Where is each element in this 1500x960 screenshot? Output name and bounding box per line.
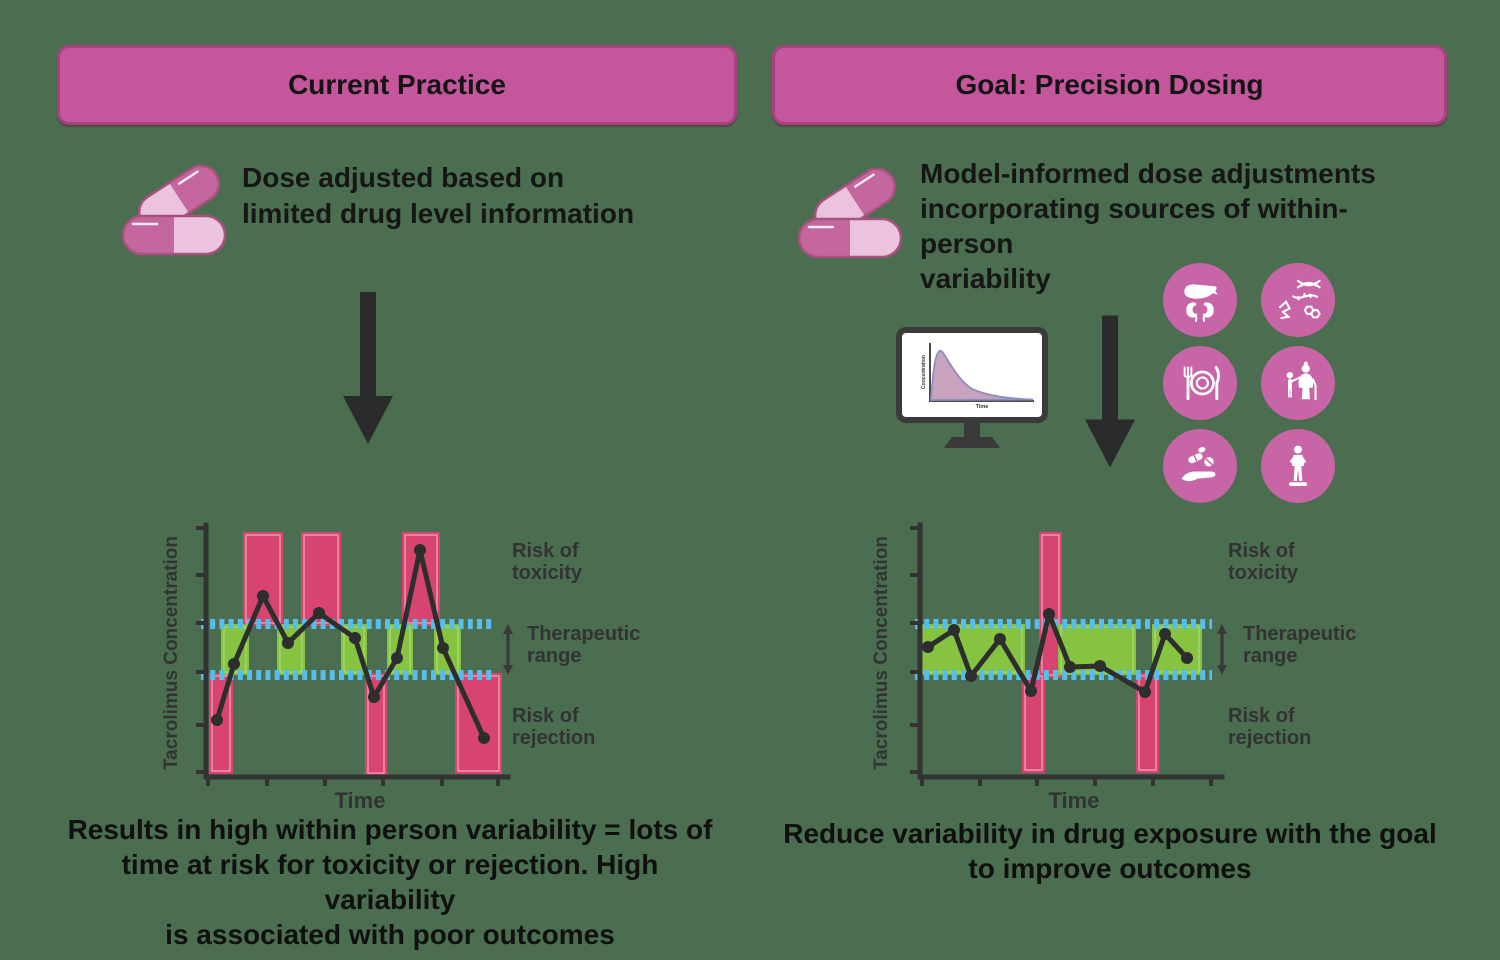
risk-of-toxicity-label: Risk of toxicity [512, 540, 583, 584]
food-plate-icon [1183, 365, 1220, 401]
current-practice-banner-label: Current Practice [288, 69, 506, 100]
computer-model-monitor-icon: Concentration Time [896, 327, 1048, 448]
current-practice-description: Dose adjusted based on limited drug leve… [242, 162, 635, 229]
therapeutic-range-label: Therapeutic range [527, 623, 641, 667]
y-axis-label: Tacrolimus Concentration [161, 535, 182, 770]
precision-dosing-banner-label: Goal: Precision Dosing [955, 69, 1264, 100]
precision-dosing-description: Model-informed dose adjustments incorpor… [920, 158, 1376, 294]
hand-pills-icon [1181, 447, 1216, 482]
medications-circle [1163, 429, 1237, 503]
person-scale-icon [1289, 445, 1307, 487]
risk-of-toxicity-label: Risk of toxicity [1228, 540, 1299, 584]
body-size-circle [1261, 429, 1335, 503]
organ-function-circle [1163, 263, 1237, 337]
current-practice-chart-group: Tacrolimus Concentration Time Risk of to… [150, 520, 730, 830]
down-arrow-icon [343, 292, 393, 444]
x-axis-label: Time [1048, 788, 1100, 813]
therapeutic-range-label: Therapeutic range [1243, 623, 1357, 667]
genetics-circle [1261, 263, 1335, 337]
current-practice-banner: Current Practice [57, 45, 737, 125]
age-circle [1261, 346, 1335, 420]
diet-circle [1163, 346, 1237, 420]
down-arrow-icon [1085, 315, 1135, 468]
precision-dosing-banner: Goal: Precision Dosing [772, 45, 1447, 125]
current-practice-summary: Results in high within person variabilit… [67, 814, 713, 950]
risk-of-rejection-label: Risk of rejection [1228, 705, 1312, 749]
dna-genetics-icon [1278, 279, 1321, 320]
risk-of-rejection-label: Risk of rejection [512, 705, 596, 749]
precision-dosing-summary: Reduce variability in drug exposure with… [783, 818, 1437, 884]
pills-icon [121, 162, 227, 256]
x-axis-label: Time [334, 788, 386, 813]
monitor-ylabel: Concentration [921, 355, 927, 389]
monitor-xlabel: Time [976, 404, 989, 410]
pills-icon [797, 165, 903, 259]
precision-dosing-chart-group: Tacrolimus Concentration Time Risk of to… [860, 520, 1440, 830]
current-practice-chart [196, 522, 513, 786]
precision-dosing-chart [910, 522, 1227, 786]
child-elderly-icon [1286, 361, 1317, 401]
y-axis-label: Tacrolimus Concentration [871, 535, 892, 770]
liver-kidneys-icon [1184, 284, 1218, 323]
